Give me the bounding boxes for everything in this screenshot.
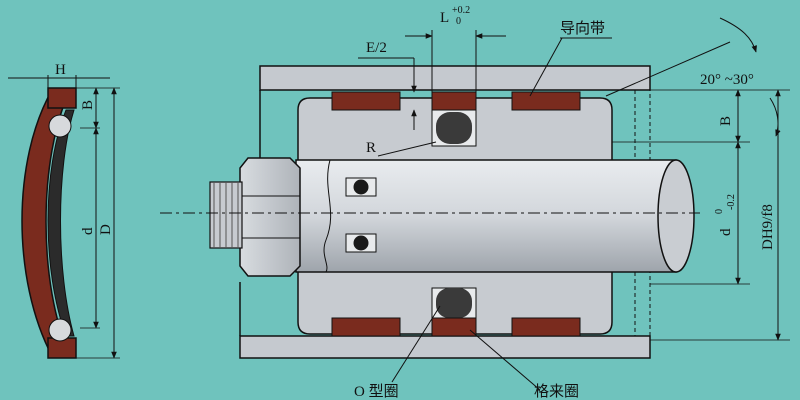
- o-ring-top: [436, 112, 472, 144]
- d-tol-upper: 0: [714, 209, 725, 214]
- rod-o-ring-bottom: [353, 235, 369, 251]
- o-ring-top-circle: [48, 114, 72, 138]
- o-ring-bottom-circle: [48, 318, 72, 342]
- guide-band-top-right: [511, 91, 581, 111]
- hex-nut: [239, 157, 301, 277]
- d-label-right: d: [718, 228, 734, 236]
- guide-band-bottom-right: [511, 317, 581, 337]
- D-label-left: D: [98, 224, 114, 235]
- seal-ring-section: H B d D: [8, 62, 120, 359]
- piston-rod: [295, 159, 677, 273]
- l-label: L: [440, 10, 449, 26]
- dh9-label: DH9/f8: [760, 204, 776, 250]
- glyd-ring-bottom: [431, 317, 477, 337]
- guide-band-bottom-left: [331, 317, 401, 337]
- b-label-left: B: [80, 100, 96, 110]
- annotations: L +0.2 0 E/2 R 导向带 20° ~30° B d 0 -0.2 D…: [354, 5, 790, 400]
- guide-band-top-left: [331, 91, 401, 111]
- seal-ring-top-cap: [47, 87, 77, 109]
- o-ring-label: O 型圈: [354, 383, 399, 400]
- cylinder-assembly: [160, 65, 700, 359]
- guide-band-label: 导向带: [560, 20, 605, 37]
- threaded-stud: [209, 181, 243, 249]
- cylinder-wall-top: [259, 65, 651, 91]
- d-tol-lower: -0.2: [726, 194, 737, 210]
- glyd-ring-label: 格来圈: [534, 383, 579, 400]
- l-tol-lower: 0: [456, 16, 461, 27]
- seal-ring-inner: [47, 109, 75, 337]
- b-label-right: B: [718, 116, 734, 126]
- rod-end: [657, 159, 695, 273]
- r-label: R: [366, 140, 376, 156]
- rod-o-ring-top: [353, 179, 369, 195]
- glyd-ring-top: [431, 91, 477, 111]
- l-tol-upper: +0.2: [452, 5, 470, 16]
- d-label-left: d: [80, 227, 96, 235]
- e-half-label: E/2: [366, 40, 387, 56]
- h-label: H: [55, 62, 66, 78]
- cylinder-wall-bottom: [239, 335, 651, 359]
- angle-label: 20° ~30°: [700, 72, 754, 88]
- o-ring-bottom: [436, 288, 472, 318]
